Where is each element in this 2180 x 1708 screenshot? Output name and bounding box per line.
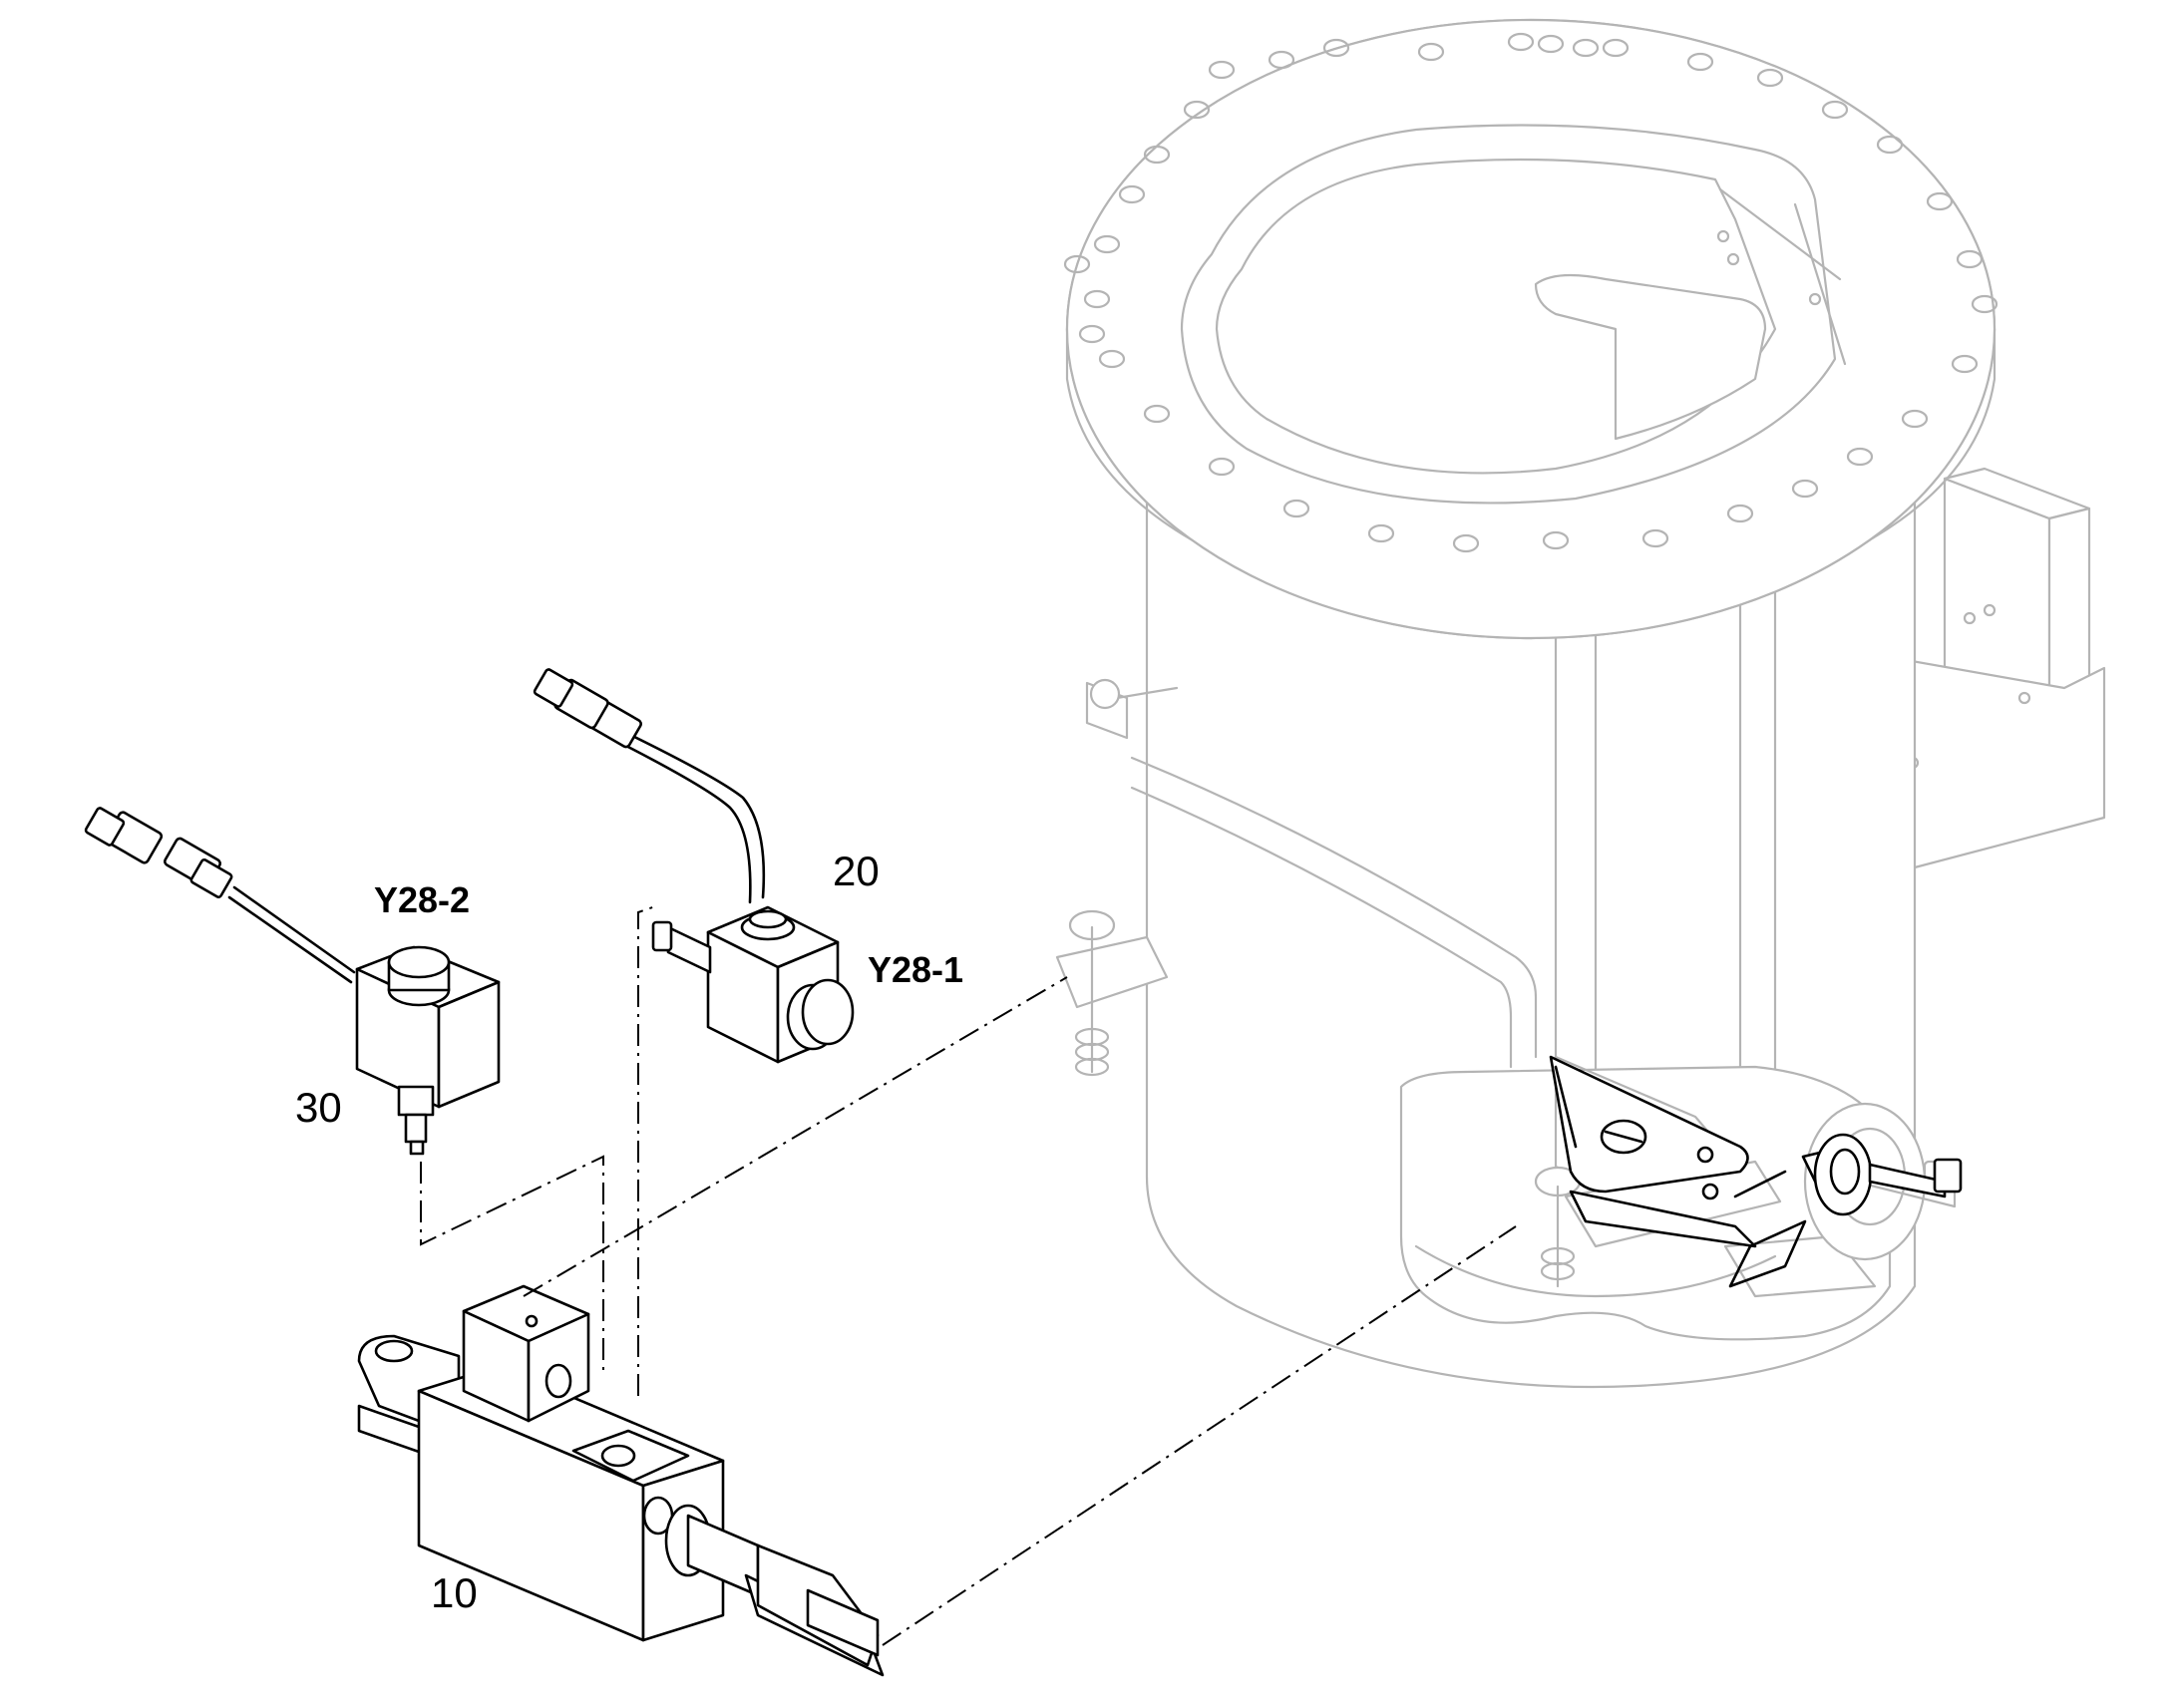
label-y28-1: Y28-1 [868, 949, 963, 990]
assembly-lines [420, 904, 1517, 1646]
solenoid-y28-2 [84, 807, 501, 1156]
callout-part-30: 30 [295, 1084, 342, 1131]
hydraulic-cylinder [357, 1284, 885, 1677]
label-y28-2: Y28-2 [374, 879, 470, 920]
flange-bolt-holes [1063, 32, 1998, 553]
callout-part-10: 10 [431, 1569, 478, 1616]
turret-housing [1055, 18, 2106, 1389]
linkage-detail [1549, 1055, 1963, 1288]
solenoid-y28-1 [533, 668, 855, 1064]
callout-part-20: 20 [833, 848, 880, 894]
